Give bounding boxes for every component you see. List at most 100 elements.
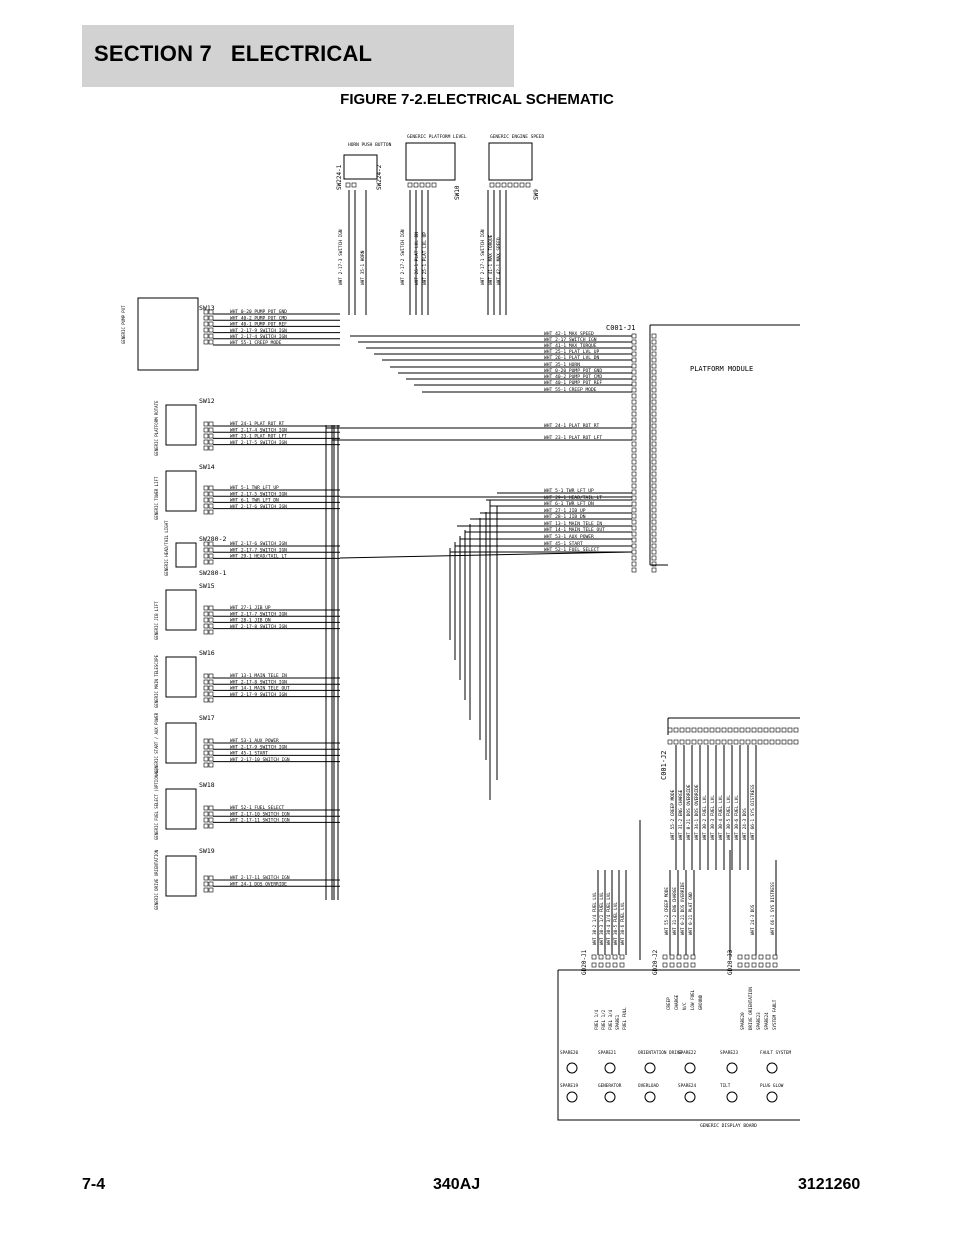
- gd-connector-label: GD20-J1: [581, 949, 588, 975]
- board-pin-label: FUEL 1/4: [594, 1009, 599, 1030]
- device-name: GENERIC JIB LIFT: [154, 601, 159, 640]
- j2-wire-label: WHT 66-1 SYS DISTRESS: [750, 784, 756, 840]
- device-pin: [203, 738, 209, 744]
- j2-pin: [721, 739, 727, 745]
- j1-pin: [651, 507, 657, 513]
- j1-wire-label: WHT 40-2 PUMP POT CMD: [544, 374, 602, 380]
- j1-wire-label: WHT 6-1 TWR LFT DN: [544, 501, 594, 507]
- device-wire-label: WHT 52-1 FUEL SELECT: [230, 805, 284, 811]
- j2-wire-label: WHT 30-4 FUEL LVL: [718, 795, 724, 840]
- j1-pin: [651, 537, 657, 543]
- device-pin: [208, 445, 214, 451]
- platform-module-label: PLATFORM MODULE: [690, 365, 753, 373]
- j2-pin: [793, 739, 799, 745]
- gd-pin: [605, 962, 611, 968]
- gd-wire-label: WHT 30-5 FUEL LVL: [613, 902, 618, 945]
- j2-pin: [709, 727, 715, 733]
- device-wire-label: WHT 2-17-5 SWITCH IGN: [230, 491, 287, 497]
- j2-pin: [691, 739, 697, 745]
- switch-label: SW17: [199, 714, 215, 722]
- sw224-2-label: SW224-2: [376, 164, 383, 190]
- gd-pin: [612, 962, 618, 968]
- j1-pin: [651, 423, 657, 429]
- gd-pin: [612, 954, 618, 960]
- device-wire-label: WHT 29-1 HEAD/TAIL LT: [230, 554, 287, 560]
- led-label: SPARE21: [598, 1050, 617, 1056]
- device-pin: [208, 509, 214, 515]
- j1-pin: [631, 537, 637, 543]
- j1-wire-label: WHT 28-1 JIB DN: [544, 514, 586, 520]
- gd-pin: [737, 962, 743, 968]
- j1-pin: [651, 465, 657, 471]
- j1-pin: [631, 339, 637, 345]
- device-pin: [203, 823, 209, 829]
- device-name: GENERIC START / AUX POWER: [154, 712, 159, 773]
- top-pin: [407, 182, 413, 188]
- device-pin: [208, 805, 214, 811]
- j1-pin: [651, 525, 657, 531]
- gd-wire-label: WHT 30-2 1/4 FUEL LVL: [592, 892, 597, 945]
- board-pin-label: CREEP: [666, 997, 671, 1010]
- j1-pin: [631, 405, 637, 411]
- led-indicator: [644, 1062, 656, 1074]
- device-wire-label: WHT 55-1 CREEP MODE: [230, 340, 282, 346]
- switch-label: SW280-2: [199, 535, 226, 543]
- j2-pin: [733, 727, 739, 733]
- gd-pin: [591, 954, 597, 960]
- j1-pin: [631, 483, 637, 489]
- sw224-1-label: SW224-1: [336, 164, 343, 190]
- device-wire-label: WHT 13-1 MAIN TELE IN: [230, 673, 287, 679]
- led-indicator: [726, 1062, 738, 1074]
- j2-pin: [751, 739, 757, 745]
- device-pin: [203, 744, 209, 750]
- j1-pin: [631, 429, 637, 435]
- led-label: SPARE23: [720, 1050, 739, 1056]
- j2-pin: [685, 739, 691, 745]
- gd-pin: [605, 954, 611, 960]
- device-pin: [208, 421, 214, 427]
- gd-pin: [598, 954, 604, 960]
- j1-pin: [631, 435, 637, 441]
- device-pin: [208, 491, 214, 497]
- j2-pin: [745, 727, 751, 733]
- gd-pin: [591, 962, 597, 968]
- j1-pin: [631, 525, 637, 531]
- device-name: GENERIC FUEL SELECT (OPTIONAL): [154, 768, 159, 840]
- j2-pin: [775, 727, 781, 733]
- device-pin: [203, 611, 209, 617]
- drive-orient-device-box: [165, 855, 197, 897]
- j2-pin: [727, 727, 733, 733]
- device-wire-label: WHT 2-17-9 SWITCH IGN: [230, 744, 287, 750]
- j1-pin: [631, 333, 637, 339]
- gd-wire-label: WHT 30-6 FUEL LVL: [620, 902, 625, 945]
- j1-pin: [651, 357, 657, 363]
- j1-wire-label: WHT 40-1 PUMP POT REF: [544, 380, 602, 386]
- j1-pin: [631, 423, 637, 429]
- device-pin: [203, 817, 209, 823]
- model-number: 340AJ: [433, 1176, 481, 1193]
- device-pin: [203, 421, 209, 427]
- device-wire-label: WHT 2-17-11 SWITCH IGN: [230, 875, 290, 881]
- device-pin: [208, 762, 214, 768]
- device-pin: [203, 559, 209, 565]
- gd-pin: [772, 954, 778, 960]
- j1-pin: [651, 369, 657, 375]
- device-pin: [208, 673, 214, 679]
- led-label: FAULT SYSTEM: [760, 1050, 791, 1056]
- j2-pin: [739, 727, 745, 733]
- gd-pin: [765, 962, 771, 968]
- j2-wire-label: WHT 34-1 DOS OVERRIDE: [694, 784, 700, 840]
- device-pin: [203, 541, 209, 547]
- aux-power-device-box: [165, 722, 197, 764]
- j2-pin: [715, 739, 721, 745]
- j1-wire-label: WHT 25-1 PLAT LVL UP: [544, 349, 600, 355]
- j1-pin: [651, 351, 657, 357]
- device-wire-label: WHT 6-1 TWR LFT DN: [230, 498, 279, 504]
- device-wire-label: WHT 28-1 JIB DN: [230, 618, 271, 624]
- device-wire-label: WHT 2-17-7 SWITCH IGN: [230, 611, 287, 617]
- device-wire-label: WHT 2-17-9 SWITCH IGN: [230, 692, 287, 698]
- j1-pin: [651, 555, 657, 561]
- board-pin-label: FUEL FULL: [622, 1007, 627, 1030]
- display-board-outline: [557, 969, 800, 1121]
